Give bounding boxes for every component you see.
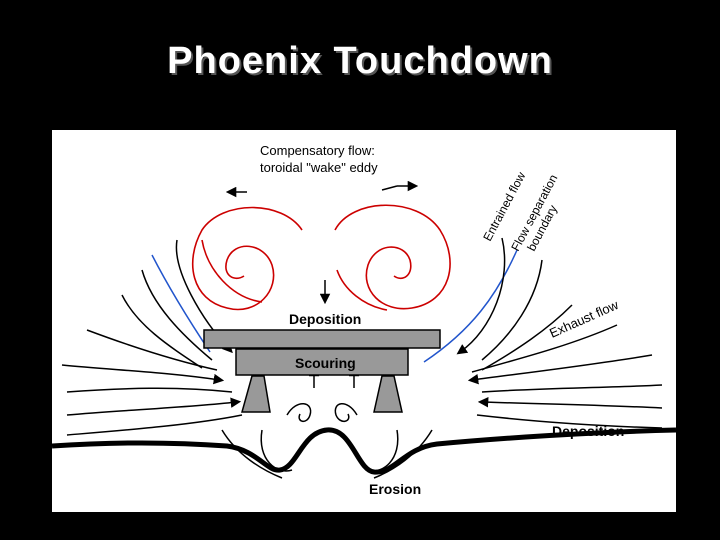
lander-deck — [203, 329, 441, 349]
flow-diagram-svg: Compensatory flow: toroidal "wake" eddy … — [52, 143, 676, 497]
toroidal-wake-label: toroidal "wake" eddy — [260, 160, 378, 175]
wake-eddy-left — [191, 206, 303, 311]
left-thruster — [241, 375, 271, 413]
exhaust-streamlines — [61, 180, 663, 479]
right-thruster — [373, 375, 403, 413]
exhaust-flow-label: Exhaust flow — [547, 297, 621, 341]
deposition-top-label: Deposition — [289, 311, 361, 327]
wake-eddy-right — [334, 204, 451, 311]
scouring-label: Scouring — [295, 355, 356, 371]
slide-title: Phoenix Touchdown — [167, 40, 553, 82]
touchdown-diagram: Compensatory flow: toroidal "wake" eddy … — [52, 130, 676, 512]
lander — [203, 329, 441, 413]
erosion-label: Erosion — [369, 481, 421, 497]
ground-surface — [52, 427, 676, 475]
deposition-right-label: Deposition — [552, 423, 624, 439]
lander-body — [235, 348, 409, 376]
compensatory-flow-label: Compensatory flow: — [260, 143, 375, 158]
